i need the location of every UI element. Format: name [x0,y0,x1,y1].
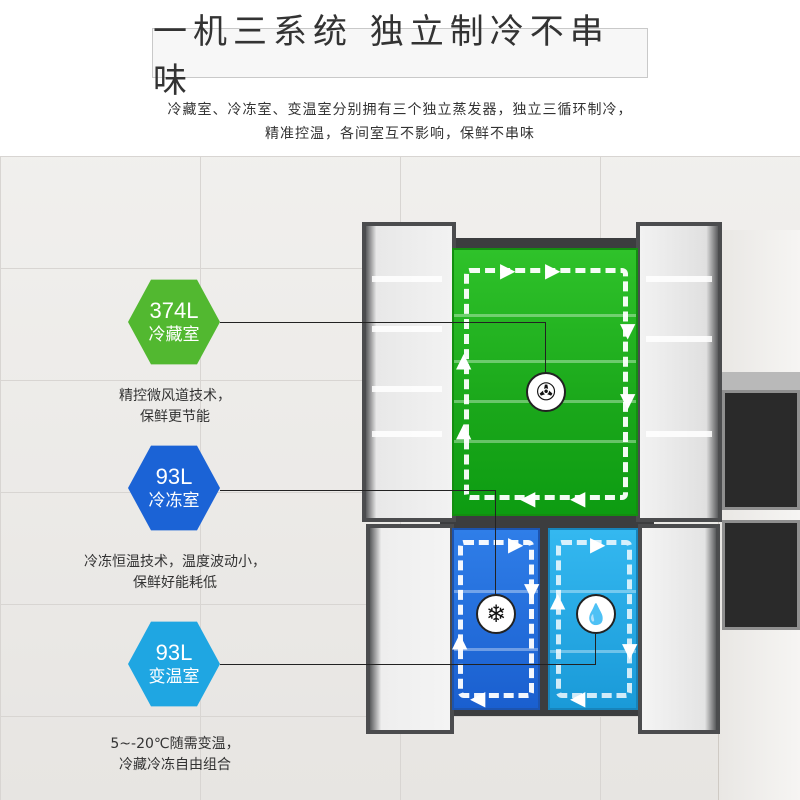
freezer-description: 冷冻恒温技术，温度波动小， 保鲜好能耗低 [84,554,266,591]
fridge-airflow-loop [464,268,628,500]
left-upper-door [362,222,456,522]
airflow-arrow: ◀ [520,486,536,510]
variable-volume: 93L [155,640,193,665]
variable-volume-badge: 93L 变温室 [128,621,220,707]
left-lower-door [366,524,454,734]
airflow-arrow: ◀ [570,686,586,710]
airflow-arrow: ▼ [524,578,540,602]
oven-control-panel [722,372,800,390]
leader-line-variable [220,664,596,665]
leader-line-fridge [220,322,546,323]
airflow-arrow: ▶ [500,258,516,282]
fan-icon: ✇ [526,372,566,412]
leader-line-freezer [495,490,496,596]
fridge-description: 精控微风道技术， 保鲜更节能 [119,388,231,425]
freezer-volume: 93L [155,464,193,489]
airflow-arrow: ◀ [470,686,486,710]
airflow-arrow: ▶ [508,532,524,556]
subtitle-line-2: 精准控温，各间室互不影响，保鲜不串味 [265,126,535,142]
built-in-oven [722,390,800,510]
water-drop-icon: 💧 [576,594,616,634]
subtitle-line-1: 冷藏室、冷冻室、变温室分别拥有三个独立蒸发器，独立三循环制冷， [167,102,633,118]
airflow-arrow: ▶ [545,258,561,282]
right-lower-door [638,524,720,734]
airflow-arrow: ▼ [622,638,638,662]
airflow-arrow: ▶ [590,532,606,556]
airflow-arrow: ▼ [620,318,636,342]
variable-airflow-loop [556,540,632,698]
leader-line-variable [595,634,596,664]
page-title: 一机三系统 独立制冷不串味 [153,12,610,101]
freezer-name: 冷冻室 [148,491,200,511]
built-in-microwave [722,520,800,630]
variable-description: 5~-20℃随需变温， 冷藏冷冻自由组合 [110,736,240,773]
leader-line-fridge [545,322,546,374]
variable-name: 变温室 [148,667,200,687]
freezer-airflow-loop [458,540,534,698]
title-box: 一机三系统 独立制冷不串味 [152,12,648,101]
airflow-arrow: ▼ [620,388,636,412]
header-background [0,0,800,156]
kitchen-cabinet [718,230,800,800]
fridge-volume: 374L [149,298,199,323]
right-upper-door [636,222,722,522]
fridge-name: 冷藏室 [148,325,200,345]
leader-line-freezer [220,490,496,491]
airflow-arrow: ▲ [550,588,566,612]
airflow-arrow: ▲ [456,418,472,442]
airflow-arrow: ▲ [452,628,468,652]
airflow-arrow: ▲ [456,348,472,372]
snowflake-icon: ❄ [476,594,516,634]
airflow-arrow: ◀ [570,486,586,510]
